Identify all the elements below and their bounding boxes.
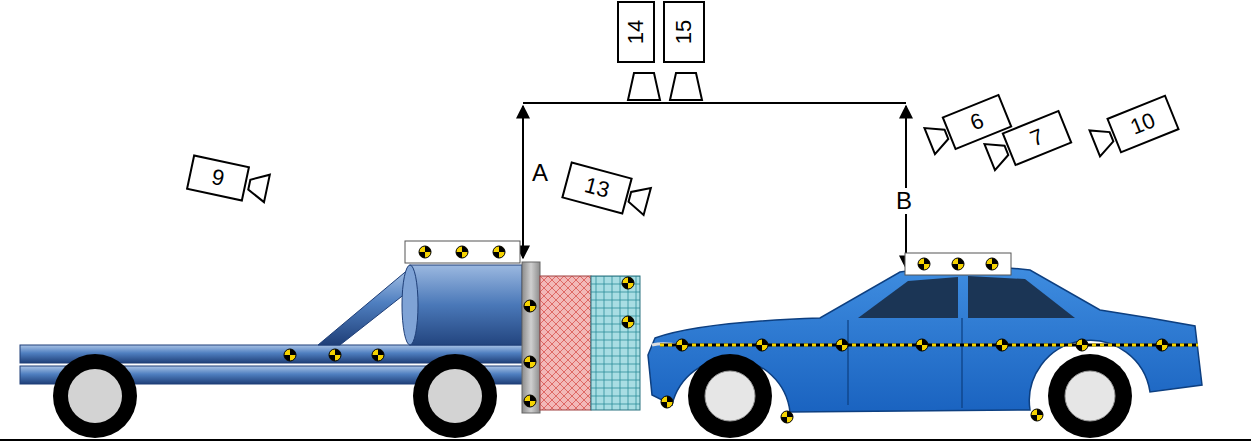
- callout-number: 6: [966, 108, 987, 137]
- target-car: [648, 253, 1202, 438]
- camera-box: 15: [663, 1, 705, 63]
- camera-box: 7: [1002, 110, 1073, 167]
- callout-number: 9: [209, 164, 226, 192]
- callout-number: 13: [582, 172, 612, 203]
- camera-box: 10: [1106, 94, 1180, 153]
- dimension-label: A: [530, 160, 550, 186]
- callout-number: 10: [1127, 107, 1159, 140]
- dimension-label: B: [894, 188, 914, 214]
- camera-box: 13: [561, 161, 633, 214]
- dimension-bracket: [523, 103, 906, 268]
- callout-number: 15: [671, 20, 697, 44]
- impact-sled: [20, 241, 640, 438]
- callout-number: 14: [623, 20, 649, 44]
- camera-box: 14: [617, 1, 655, 63]
- camera-box: 9: [186, 154, 250, 201]
- ground-line: [0, 439, 1251, 441]
- callout-number: 7: [1026, 124, 1047, 153]
- camera-box: 6: [942, 94, 1013, 151]
- camera-lens: [246, 73, 1116, 215]
